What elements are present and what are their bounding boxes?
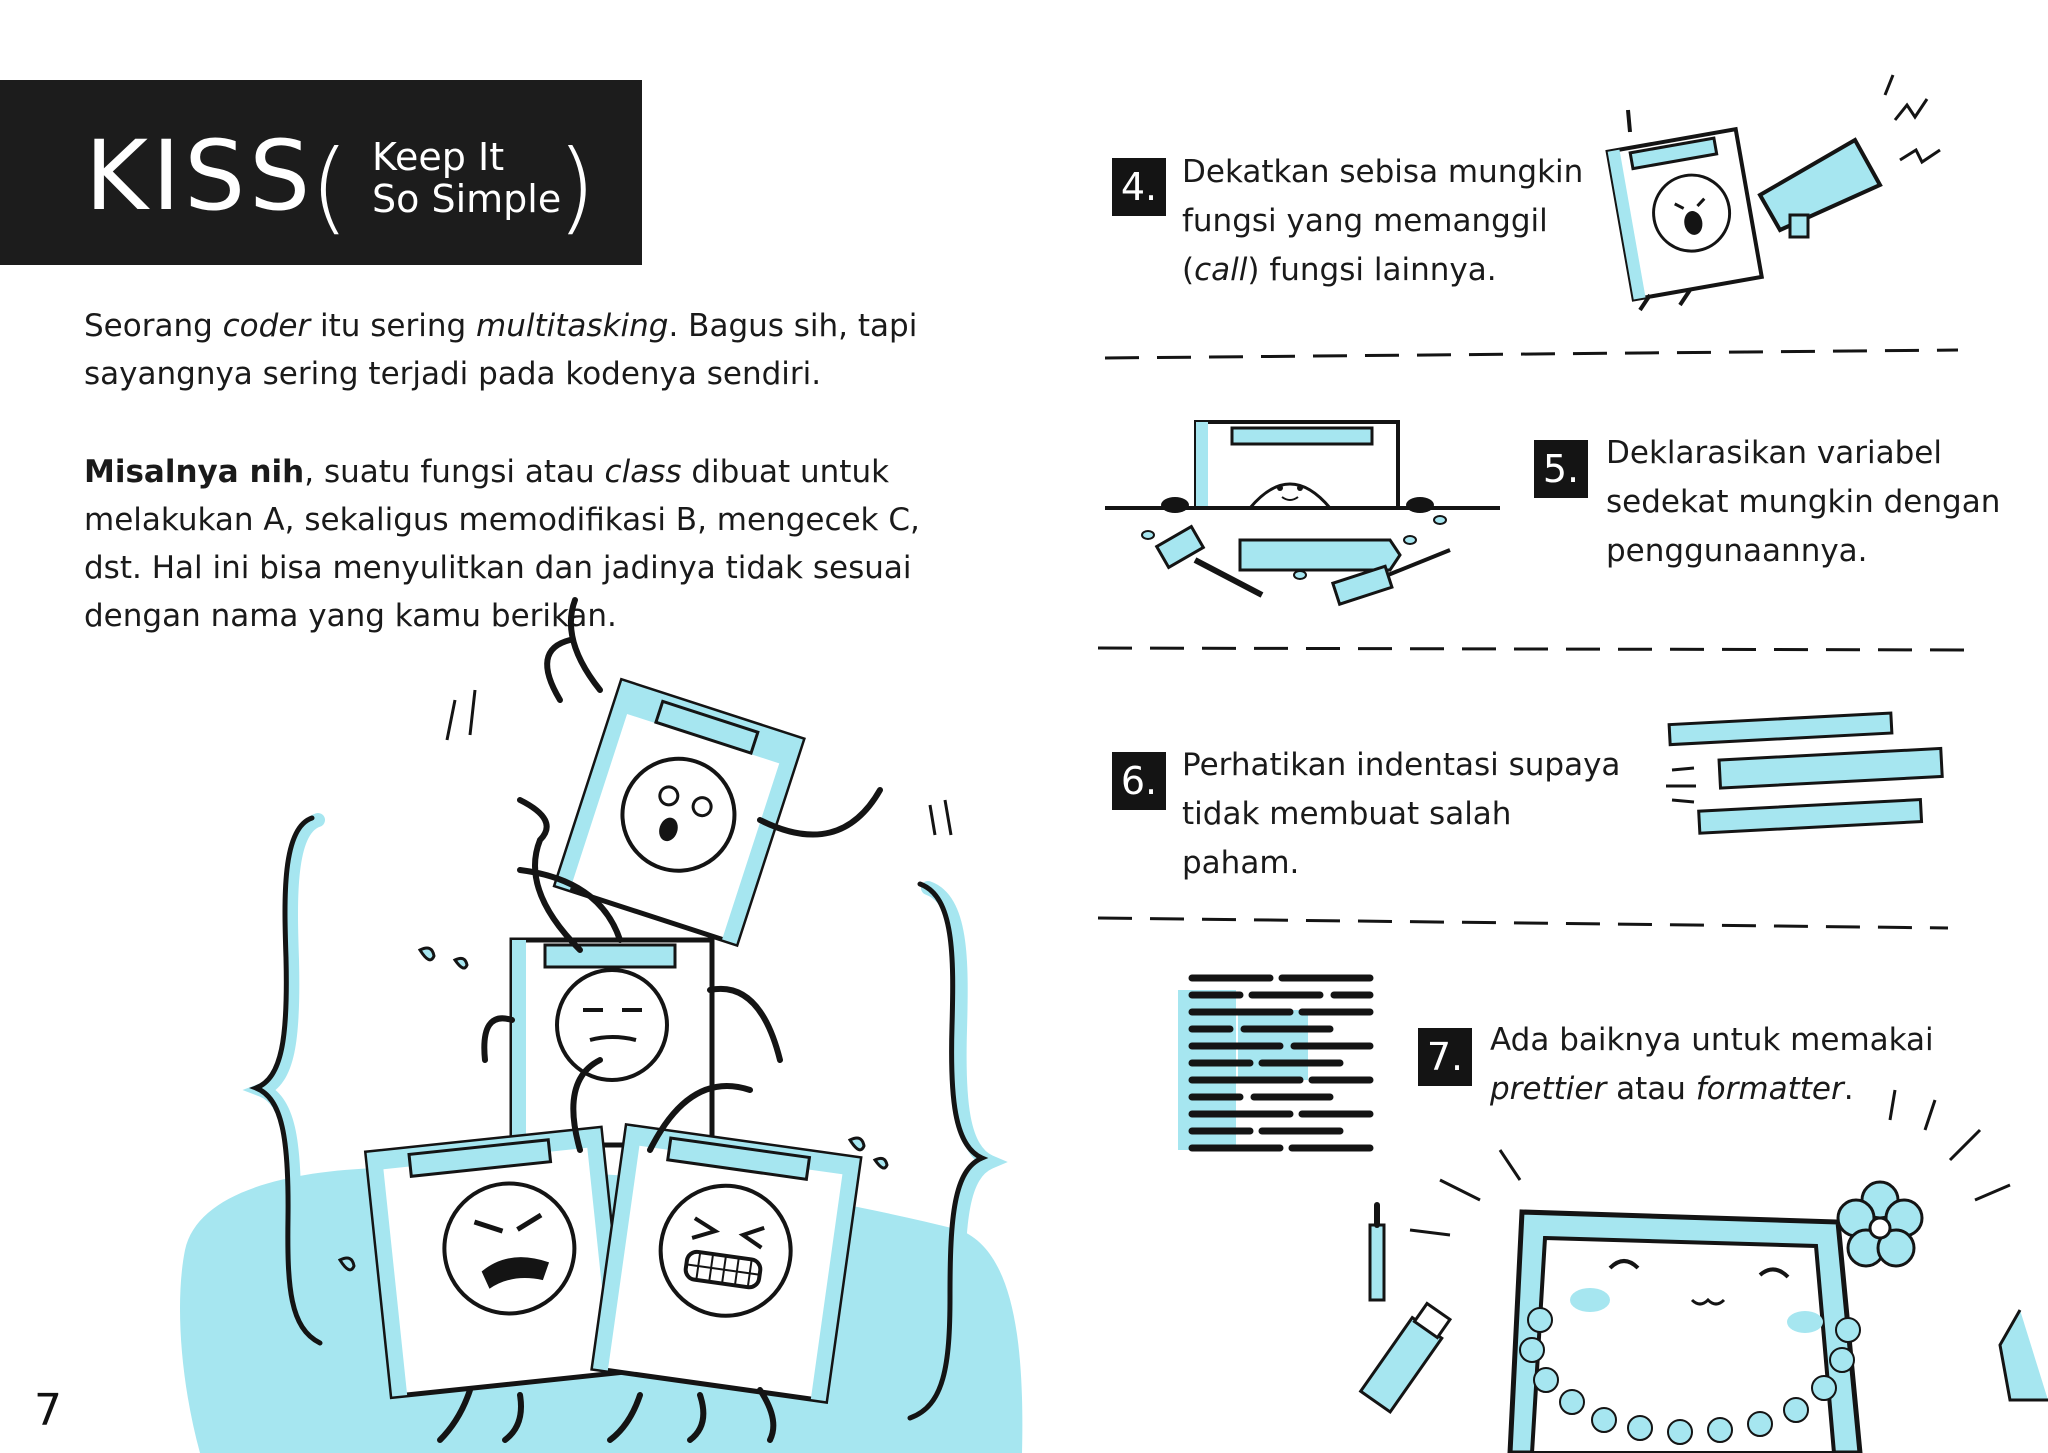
text-run: . Bagus sih, tapi sayangnya sering terja…	[84, 308, 918, 392]
text-run-italic: prettier	[1490, 1071, 1607, 1107]
text-run: dibuat untuk melakukan A, sekaligus memo…	[84, 454, 920, 634]
text-run-italic: formatter	[1695, 1071, 1844, 1107]
text-run: atau	[1606, 1071, 1696, 1107]
step-4-number-badge: 4.	[1112, 158, 1166, 216]
step-7-text: Ada baiknya untuk memakai prettier atau …	[1490, 1016, 1990, 1114]
step-4-text: Dekatkan sebisa mungkin fungsi yang mema…	[1182, 148, 1602, 295]
file-with-tools-illustration	[1105, 420, 1500, 607]
text-run: itu sering	[310, 308, 477, 344]
text-run-italic: multitasking	[476, 308, 669, 344]
text-run: Dekatkan sebisa mungkin fungsi yang mema…	[1182, 154, 1584, 288]
text-run: ) fungsi lainnya.	[1247, 252, 1497, 288]
step-7-number-badge: 7.	[1418, 1028, 1472, 1086]
text-run-bold: Misalnya nih	[84, 454, 305, 490]
text-run-italic: coder	[222, 308, 311, 344]
step-5-number-badge: 5.	[1534, 440, 1588, 498]
separators	[1097, 348, 1971, 930]
megaphone-file-illustration	[1605, 74, 1941, 312]
title-banner	[0, 80, 642, 265]
stacked-file-characters-illustration	[180, 597, 1023, 1453]
intro-paragraph-1: Seorang coder itu sering multitasking. B…	[84, 302, 964, 398]
step-6-text: Perhatikan indentasi supaya tidak membua…	[1182, 747, 1621, 881]
text-run-italic: call	[1194, 252, 1248, 288]
page-subtitle: Keep It So Simple	[372, 136, 561, 220]
step-6-number-badge: 6.	[1112, 752, 1166, 810]
step-5-text: Deklarasikan variabel sedekat mungkin de…	[1606, 435, 2001, 569]
indented-bars-illustration	[1666, 711, 1944, 835]
happy-laptop-illustration	[1358, 1089, 2048, 1453]
intro-paragraph-2: Misalnya nih, suatu fungsi atau class di…	[84, 448, 984, 640]
text-run: Seorang	[84, 308, 223, 344]
text-run: Ada baiknya untuk memakai	[1490, 1022, 1934, 1058]
title-open-paren: (	[310, 128, 350, 245]
title-close-paren: )	[557, 128, 597, 245]
text-run: , suatu fungsi atau	[304, 454, 605, 490]
text-run-italic: class	[604, 454, 682, 490]
code-block-illustration	[1178, 974, 1374, 1152]
page-number: 7	[34, 1385, 62, 1436]
text-run: .	[1843, 1071, 1854, 1107]
page-title: KISS	[85, 120, 315, 232]
subtitle-line-1: Keep It	[372, 135, 505, 179]
subtitle-line-2: So Simple	[372, 177, 562, 221]
